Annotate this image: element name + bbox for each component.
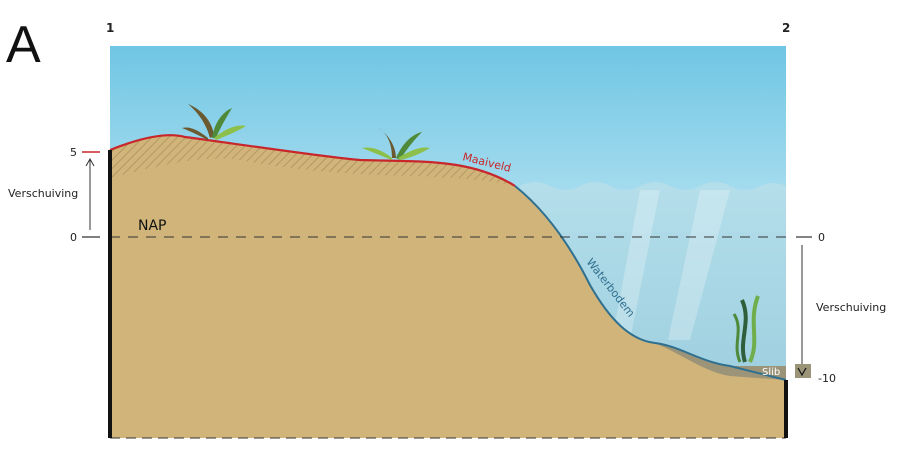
water-light-streak bbox=[612, 190, 660, 340]
waterbodem-line bbox=[514, 185, 787, 381]
right-tick-bottom-label: -10 bbox=[818, 372, 836, 385]
left-tick-zero-label: 0 bbox=[70, 231, 77, 244]
left-shift-arrowhead bbox=[85, 157, 95, 167]
right-tick-zero-label: 0 bbox=[818, 231, 825, 244]
left-shift-label: Verschuiving bbox=[8, 187, 78, 200]
panel-letter: A bbox=[6, 16, 41, 74]
slib-label: Slib bbox=[762, 367, 780, 378]
maaiveld-line bbox=[109, 134, 516, 187]
right-tick-bottom-box bbox=[795, 364, 811, 378]
right-shift-arrowhead bbox=[797, 367, 807, 377]
plant-icon bbox=[182, 104, 246, 140]
seaweed-icon bbox=[732, 295, 760, 363]
nap-label: NAP bbox=[138, 218, 167, 234]
water-light-streak bbox=[668, 190, 730, 340]
slib-layer bbox=[655, 343, 786, 380]
right-shift-label: Verschuiving bbox=[816, 301, 886, 314]
plant-icon bbox=[362, 128, 430, 160]
left-tick-top-label: 5 bbox=[70, 146, 77, 159]
soil-body bbox=[110, 135, 786, 438]
profile-end-left: 1 bbox=[106, 21, 114, 35]
profile-end-right: 2 bbox=[782, 21, 790, 35]
subsided-layer bbox=[110, 135, 515, 186]
